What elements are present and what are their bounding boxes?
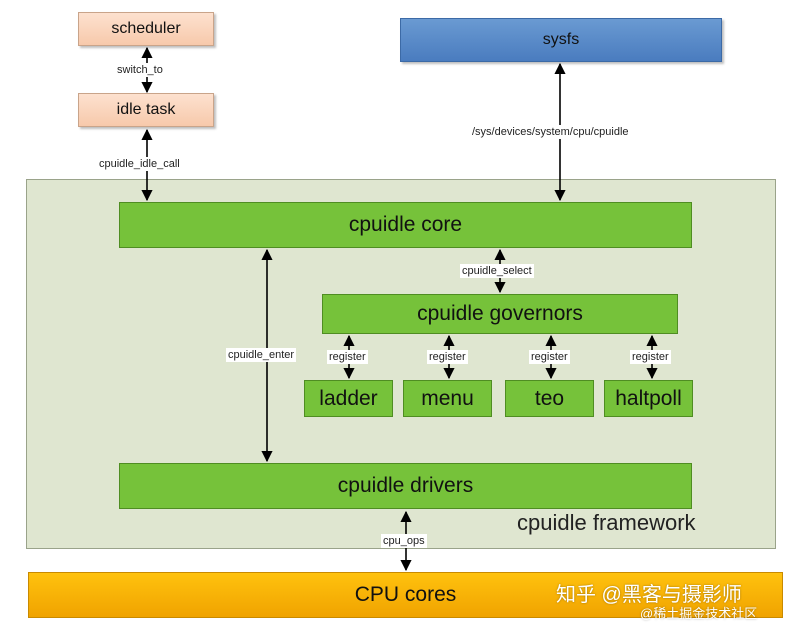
watermark-zhihu: 知乎 @黑客与摄影师 [556,584,742,606]
haltpoll-box: haltpoll [604,380,693,417]
switch-to-label: switch_to [115,63,165,77]
cpuidle-core-box: cpuidle core [119,202,692,248]
register-haltpoll-label: register [630,350,671,364]
sysfs-path-label: /sys/devices/system/cpu/cpuidle [470,125,631,139]
menu-box: menu [403,380,492,417]
teo-box: teo [505,380,594,417]
cpuidle-idle-call-label: cpuidle_idle_call [97,157,182,171]
cpuidle-drivers-box: cpuidle drivers [119,463,692,509]
cpuidle-select-label: cpuidle_select [460,264,534,278]
cpuidle-enter-label: cpuidle_enter [226,348,297,362]
ladder-box: ladder [304,380,393,417]
cpu-ops-label: cpu_ops [381,534,427,548]
cpu-cores-label: CPU cores [354,583,457,606]
register-menu-label: register [427,350,468,364]
cpuidle-governors-box: cpuidle governors [322,294,678,334]
cpu-cores-box: CPU cores [28,572,783,618]
sysfs-box: sysfs [400,18,722,62]
cpuidle-framework-label: cpuidle framework [517,510,696,535]
idle-task-box: idle task [78,93,214,127]
register-teo-label: register [529,350,570,364]
register-ladder-label: register [327,350,368,364]
scheduler-box: scheduler [78,12,214,46]
watermark-juejin: @稀土掘金技术社区 [640,606,758,621]
